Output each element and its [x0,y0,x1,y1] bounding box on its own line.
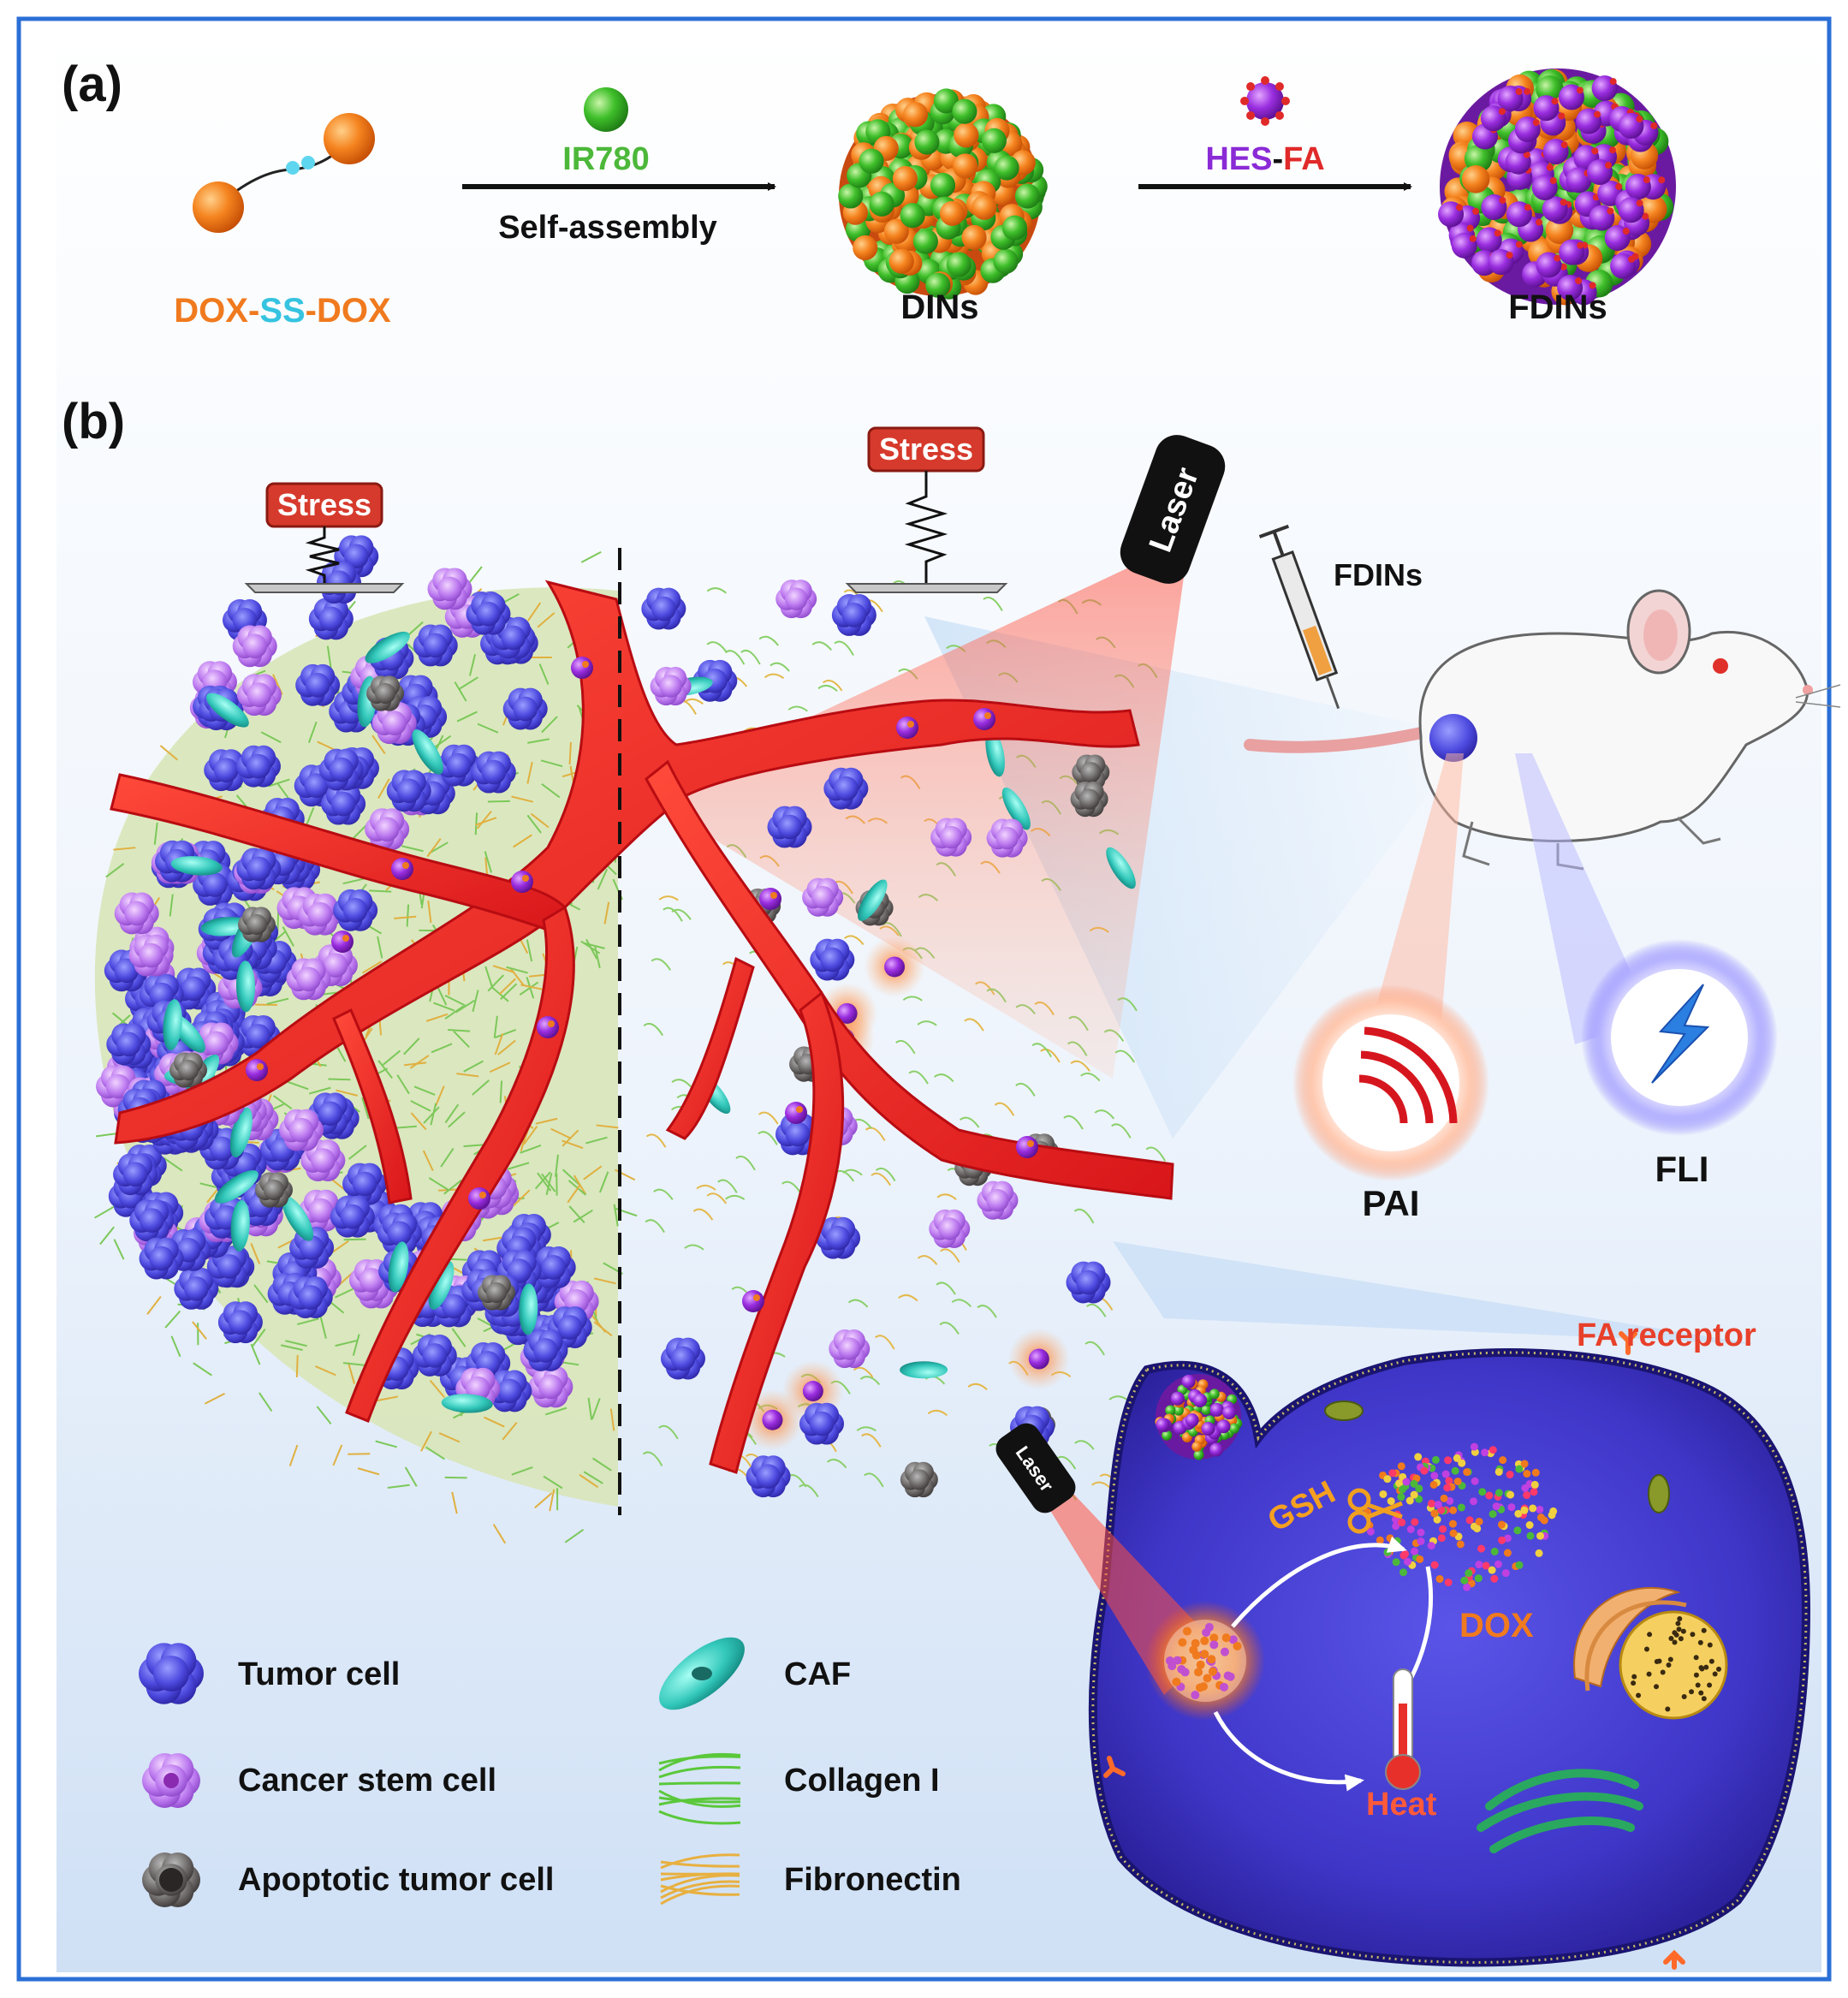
fire-particle-core [1165,1622,1242,1700]
legend-caf-icon [659,1637,745,1710]
stress-label-right: Stress [879,431,973,467]
self-assembly-label: Self-assembly [498,210,717,246]
fdins-entering-cell [1155,1374,1243,1460]
syringe-icon [1258,524,1340,710]
ir780-label: IR780 [562,141,649,177]
legend-collagen: Collagen I [784,1763,940,1799]
stress-gauge-right: Stress [845,426,1008,593]
heat-arrow [1213,1710,1364,1792]
panel-b-label: (b) [62,394,125,449]
fdins-nanoparticle [1438,68,1676,306]
fa-receptors [1103,1331,1685,1970]
dox-label: DOX [1459,1607,1534,1644]
thermometer-icon [1385,1668,1421,1790]
injection-label: FDINs [1334,557,1423,592]
mitochondria [1324,1400,1670,1513]
stress-gauge-left: Stress [244,482,405,593]
laser-device-top: Laser [1120,435,1226,584]
legend-fibronectin: Fibronectin [784,1862,961,1898]
pai-label: PAI [1363,1183,1420,1223]
gsh-cycle-arrow [1231,1536,1407,1628]
legend-cancer-stem-cell-icon [142,1753,200,1808]
nucleus-pores [1631,1616,1721,1712]
legend-collagen-icon [658,1752,741,1825]
legend-caf: CAF [784,1656,851,1692]
legend-tumor-cell: Tumor cell [238,1656,400,1692]
cell-membrane [1088,1348,1811,1967]
ir780-sphere [584,87,628,132]
cancer-cell-zoom: GSH DOX Heat [1040,1331,1811,1970]
laser-beam-top [642,565,1185,1079]
dox-ss-dox-label: DOX-SS-DOX [174,292,391,330]
fli-label: FLI [1655,1149,1709,1189]
mouse-illustration [1244,589,1841,871]
fire-particle [1145,1601,1265,1721]
tumor-tissue [94,535,1185,1544]
panel-a-label: (a) [62,56,122,112]
legend-cancer-stem-cell: Cancer stem cell [238,1763,496,1799]
pai-beam [1361,753,1464,1061]
fdins-label: FDINs [1508,288,1607,326]
legend-apoptotic-tumor-cell: Apoptotic tumor cell [238,1862,554,1898]
heat-label: Heat [1366,1787,1437,1823]
blood-vessels [110,580,1174,1474]
fli-icon [1581,939,1778,1136]
scissors-icon [1347,1488,1403,1534]
dox-ss-dox-molecule [193,113,375,233]
hes-fa-icon [1240,76,1290,126]
endoplasmic-reticulum [1477,1769,1643,1853]
vessel-nanoparticles [246,657,1038,1312]
pai-icon [1292,984,1489,1181]
fa-receptor-label: FA receptor [1577,1317,1756,1353]
legend: Tumor cell Cancer stem cell Apoptotic tu… [139,1637,961,1907]
legend-fibronectin-icon [660,1853,740,1906]
dins-label: DINs [900,288,978,326]
legend-apoptotic-cell-icon [142,1852,200,1907]
legend-tumor-cell-icon [139,1643,205,1704]
stress-label-left: Stress [277,487,371,522]
hes-fa-label: HES-FA [1205,141,1324,177]
dins-nanoparticle [838,88,1048,300]
cell-zoom-cone [1113,1241,1755,1344]
